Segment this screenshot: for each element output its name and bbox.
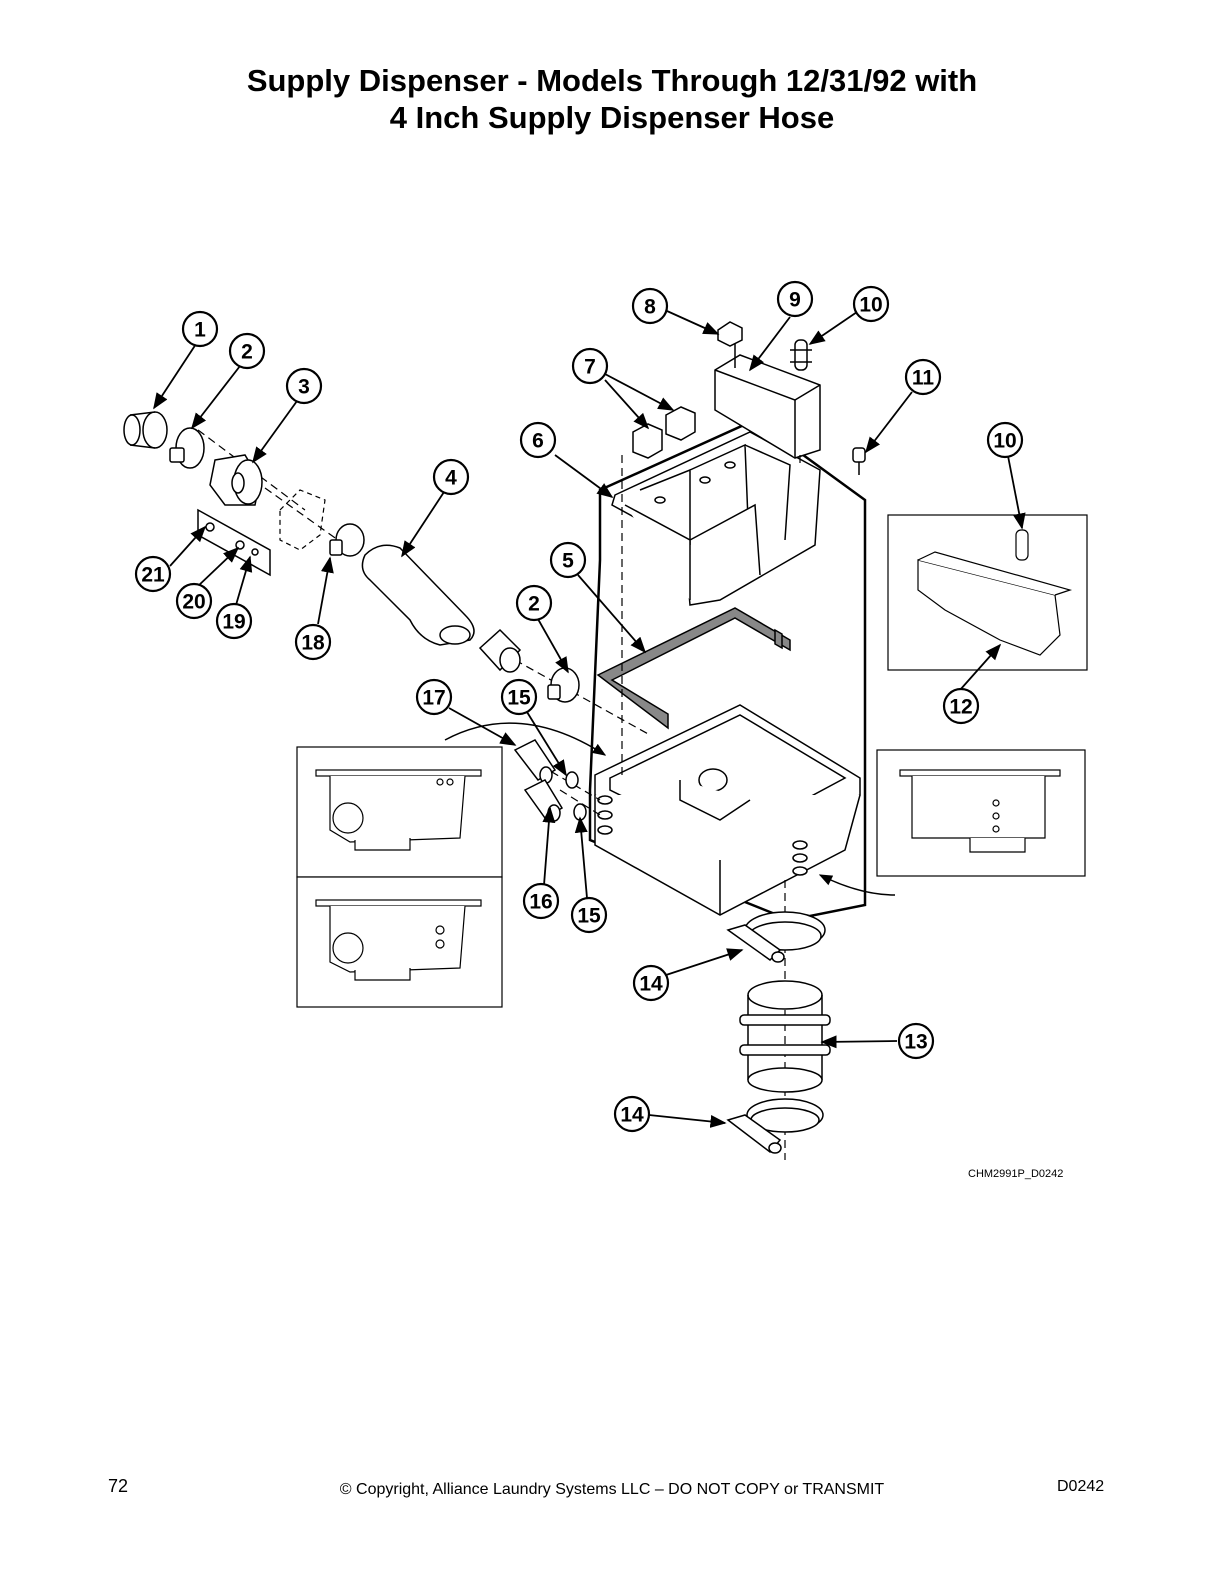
inset-right [876, 749, 1086, 877]
clamp-18 [329, 523, 365, 557]
callout-14-bottom: 14 [620, 1104, 644, 1127]
callout-2-lower: 2 [528, 593, 540, 616]
cap-8 [717, 321, 743, 347]
callout-10-top: 10 [859, 294, 882, 317]
clamp-14-bottom [726, 1098, 824, 1154]
inset-part-12 [887, 514, 1088, 671]
short-tube [478, 628, 522, 673]
page-title-line-2: 4 Inch Supply Dispenser Hose [389, 100, 835, 135]
callout-14-top: 14 [639, 973, 663, 996]
callout-2-top: 2 [241, 341, 253, 364]
callout-21: 21 [141, 564, 165, 587]
elbow-ghost [279, 489, 326, 551]
callout-9: 9 [789, 289, 801, 312]
hose-4 [361, 544, 475, 646]
callout-5: 5 [562, 550, 574, 573]
callout-15-top: 15 [507, 687, 531, 710]
drawing-code: CHM2991P_D0242 [968, 1168, 1064, 1180]
clamp-14-top [726, 911, 826, 963]
callout-circles [134, 280, 1024, 1133]
callout-7: 7 [584, 356, 596, 379]
callout-16: 16 [529, 891, 552, 914]
callout-10-inset: 10 [993, 430, 1016, 453]
page-title: Supply Dispenser - Models Through 12/31/… [0, 62, 1224, 136]
document-code: D0242 [1057, 1478, 1105, 1495]
screw-11 [852, 447, 866, 475]
callout-6: 6 [532, 430, 544, 453]
inset-left-bottom [296, 876, 503, 1008]
callout-19: 19 [222, 611, 245, 634]
callout-18: 18 [301, 632, 325, 655]
gasket [596, 607, 791, 730]
callout-4: 4 [445, 467, 457, 490]
clamp-2-top [169, 427, 205, 469]
connector-1 [123, 411, 168, 449]
callout-3: 3 [298, 376, 310, 399]
clamp-2-lower [547, 667, 580, 703]
page-title-line-1: Supply Dispenser - Models Through 12/31/… [246, 63, 978, 98]
leader-arrows [153, 310, 1026, 1128]
page-number: 72 [108, 1476, 129, 1496]
upper-tray [611, 431, 821, 606]
callout-11: 11 [912, 367, 935, 390]
pin-10-top [790, 339, 812, 371]
callout-15-bottom: 15 [577, 905, 601, 928]
bracket-plate [197, 508, 271, 577]
callout-17: 17 [422, 687, 445, 710]
callout-20: 20 [182, 591, 205, 614]
callout-13: 13 [904, 1031, 927, 1054]
callout-8: 8 [644, 296, 656, 319]
lower-tub [594, 704, 861, 916]
detail-arrows [444, 722, 896, 896]
callout-1: 1 [194, 319, 206, 342]
copyright-notice: © Copyright, Alliance Laundry Systems LL… [339, 1481, 885, 1498]
inset-left-top [296, 746, 503, 878]
callout-12: 12 [949, 696, 972, 719]
caps-7 [632, 406, 696, 459]
adapter-3 [209, 454, 263, 506]
coupling-13 [739, 980, 831, 1093]
